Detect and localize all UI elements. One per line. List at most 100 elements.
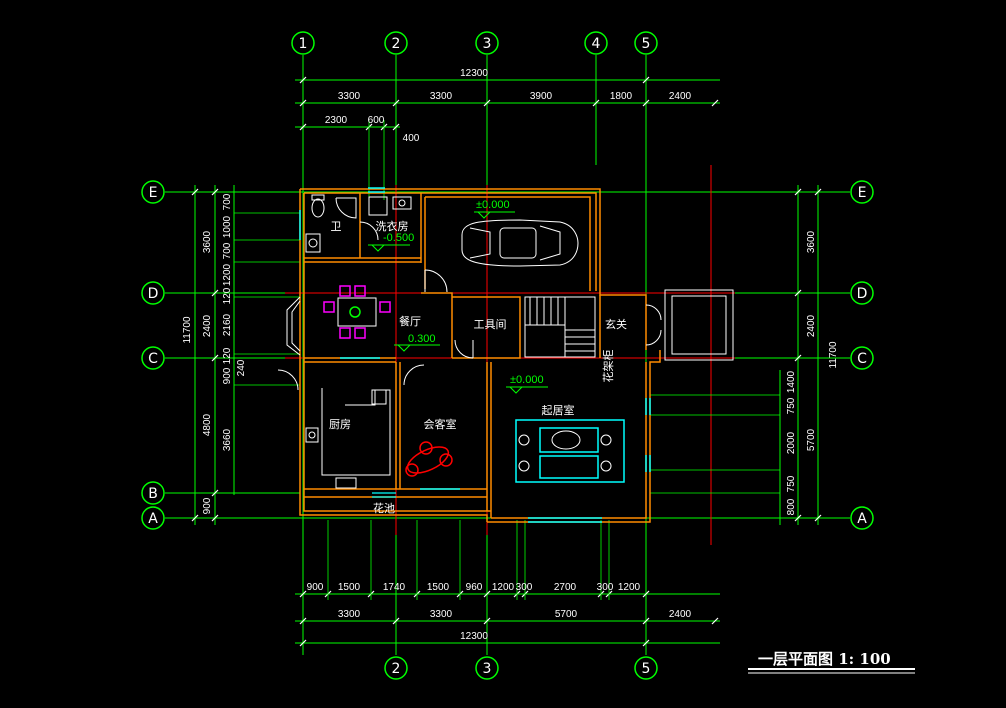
elevation-living: ±0.000 [510,374,544,386]
room-label-planter: 花池 [373,502,395,515]
room-label-shoe-cabinet: 花架柜 [602,350,615,383]
axis-bubbles [141,31,874,680]
axis-label-left-D: D [148,286,159,302]
dim-top-span-3: 3900 [530,91,553,102]
elevation-markers [368,211,548,394]
elevation-dining: 0.300 [408,333,436,345]
dim-top-span-5: 2400 [669,91,692,102]
axis-label-top-3: 3 [483,36,492,52]
dim-left-span-3: 4800 [202,413,213,436]
dim-bottom-span-4: 2400 [669,609,692,620]
dim-bottom-fine-1: 900 [307,582,324,593]
room-label-tool-room: 工具间 [474,318,507,331]
dim-bottom-fine-5: 960 [466,582,483,593]
dim-top-total: 12300 [460,68,488,79]
dim-left-fine-2: 1000 [222,215,233,238]
dim-left-fine-4: 1200 [222,263,233,286]
axis-label-right-D: D [857,286,868,302]
doors [277,221,662,391]
shower-icon [335,197,357,219]
dim-bottom-fine-7: 300 [516,582,533,593]
dim-left-fine-5: 120 [222,287,233,304]
washing-machine-icon [368,196,412,216]
axis-label-right-C: C [857,351,867,367]
axis-label-left-C: C [148,351,158,367]
axis-label-top-4: 4 [592,36,601,52]
dim-right-fine-3: 2000 [786,431,797,454]
dim-right-span-2: 2400 [806,314,817,337]
axis-label-right-A: A [857,511,867,527]
dim-bottom-span-3: 5700 [555,609,578,620]
dim-bottom-span-1: 3300 [338,609,361,620]
room-label-living: 起居室 [542,403,575,417]
dim-left-span-2: 2400 [202,314,213,337]
sink-icon [305,233,321,253]
dim-left-fine-6: 2160 [222,313,233,336]
room-label-foyer: 玄关 [605,317,627,331]
axis-label-left-B: B [148,486,158,502]
dim-bottom-fine-2: 1500 [338,582,361,593]
dim-bottom-span-2: 3300 [430,609,453,620]
dim-left-fine-3: 700 [222,242,233,259]
elevation-laundry: -0.500 [383,232,414,244]
axis-label-top-2: 2 [392,36,401,52]
kitchen-counter [305,388,391,489]
axis-label-top-5: 5 [642,36,651,52]
dim-right-total: 11700 [828,341,839,369]
dim-bottom-fine-10: 1200 [618,582,641,593]
dim-left-total: 11700 [182,316,193,344]
dim-right-fine-1: 1400 [786,370,797,393]
bay-window [286,296,301,356]
dim-left-fine-9: 240 [236,359,247,376]
dim-top-span-1: 3300 [338,91,361,102]
drawing-title: 一层平面图 1: 100 [758,650,891,668]
dim-right-fine-5: 800 [786,498,797,515]
axis-label-bottom-3: 3 [483,661,492,677]
room-label-laundry: 洗衣房 [376,219,409,233]
windows [299,187,651,523]
dim-bottom-fine-6: 1200 [492,582,515,593]
room-label-kitchen: 厨房 [329,418,351,431]
sofa-details [518,430,612,472]
walls [299,188,661,523]
dim-left-fine-1: 700 [222,193,233,210]
dim-top-span-2: 3300 [430,91,453,102]
dim-bottom-fine-9: 300 [597,582,614,593]
planter-steps [372,492,396,498]
room-label-dining: 餐厅 [399,314,421,328]
dim-left-fine-10: 3660 [222,428,233,451]
dim-bottom-fine-8: 2700 [554,582,577,593]
reception-furniture-icon [405,441,453,477]
sofa-set-icon [515,419,625,483]
dim-right-span-1: 3600 [806,230,817,253]
dim-right-fine-2: 750 [786,397,797,414]
entry-porch [664,289,734,361]
dim-left-span-4: 900 [202,497,213,514]
dim-left-span-1: 3600 [202,230,213,253]
car-icon [461,219,579,267]
dim-top-sub-2: 600 [368,115,385,126]
dim-bottom-total: 12300 [460,631,488,642]
toilet-icon [311,194,325,218]
elevation-garage: ±0.000 [476,199,510,211]
dim-top-sub-1: 2300 [325,115,348,126]
dimension-lines [194,79,819,644]
extension-lines [234,120,780,600]
axis-label-bottom-5: 5 [642,661,651,677]
dim-right-span-3: 5700 [806,428,817,451]
dining-table-icon [323,285,391,339]
dim-bottom-fine-4: 1500 [427,582,450,593]
dim-left-fine-7: 120 [222,347,233,364]
axis-label-right-E: E [858,185,867,201]
dim-right-fine-4: 750 [786,475,797,492]
dim-bottom-fine-3: 1740 [383,582,406,593]
dim-top-span-4: 1800 [610,91,633,102]
dim-top-sub-3: 400 [403,133,420,144]
grid-lines [165,55,850,655]
staircase [524,296,596,358]
room-label-bathroom: 卫 [331,220,342,233]
dimension-ticks [191,76,822,647]
room-label-reception: 会客室 [424,417,457,431]
axis-label-top-1: 1 [299,36,308,52]
